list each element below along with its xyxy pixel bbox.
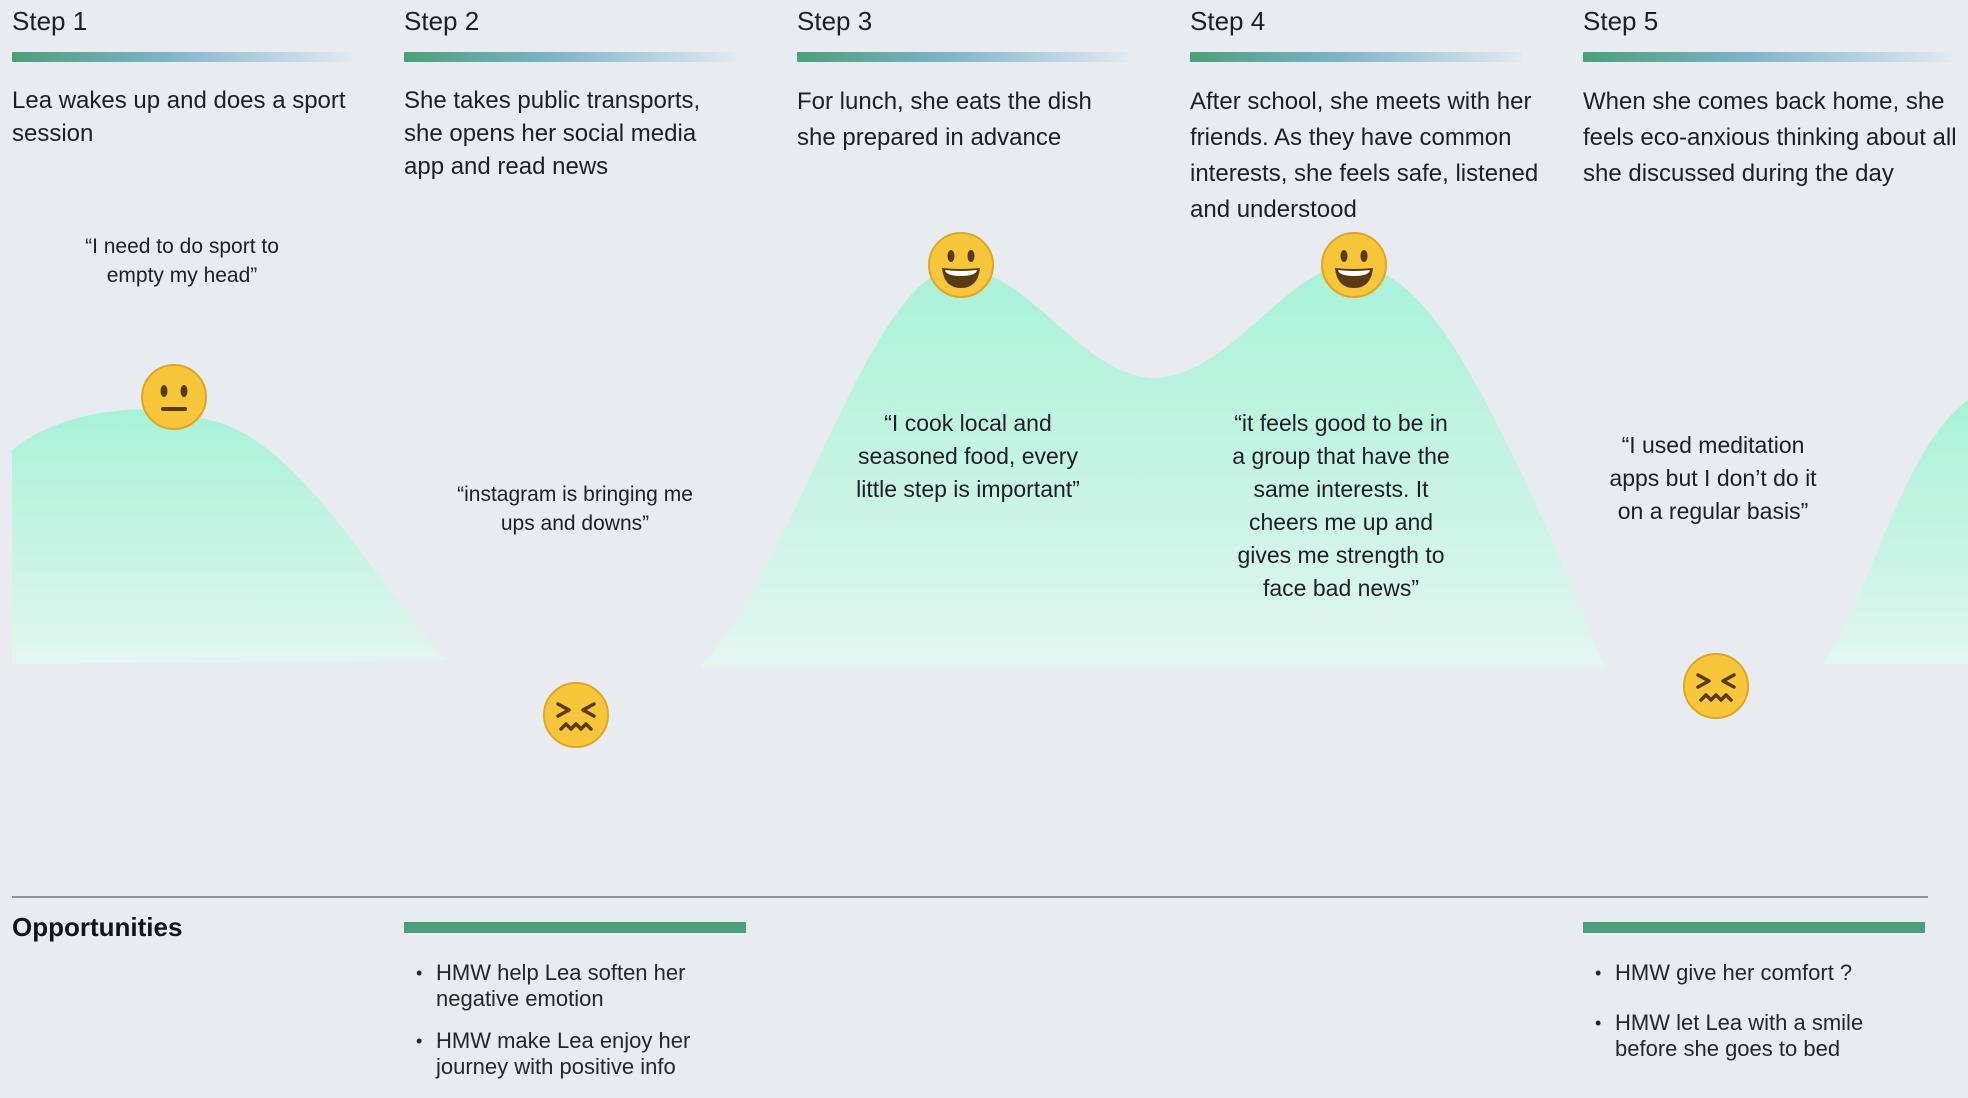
- step-4-quote: “it feels good to be in a group that hav…: [1232, 410, 1450, 601]
- curve-segment-1: [12, 409, 445, 664]
- list-item: • HMW make Lea enjoy her journey with po…: [404, 1028, 734, 1080]
- opportunities-heading: Opportunities: [12, 912, 183, 942]
- list-item: • HMW give her comfort ?: [1583, 960, 1903, 986]
- step-2-title: Step 2: [404, 6, 480, 36]
- confounded-face-icon: [1683, 653, 1749, 719]
- step-2-opportunities: • HMW help Lea soften her negative emoti…: [404, 960, 734, 1096]
- list-item: • HMW let Lea with a smile before she go…: [1583, 1010, 1903, 1062]
- step-3-description: For lunch, she eats the dish she prepare…: [797, 88, 1092, 151]
- confounded-face-icon: [543, 682, 609, 748]
- bullet-icon: •: [416, 963, 423, 983]
- list-item: • HMW help Lea soften her negative emoti…: [404, 960, 734, 1012]
- curve-segment-3: [1822, 400, 1968, 664]
- step-2-rule: [404, 52, 736, 62]
- step-1-rule: [12, 52, 352, 62]
- step-5-rule: [1583, 52, 1953, 62]
- step-3-title: Step 3: [797, 6, 873, 36]
- step-5-description: When she comes back home, she feels eco-…: [1583, 88, 1957, 187]
- neutral-face-icon: [141, 364, 207, 430]
- step-3-rule: [797, 52, 1129, 62]
- bullet-icon: •: [1595, 1013, 1602, 1033]
- bullet-icon: •: [416, 1031, 423, 1051]
- step-1-title: Step 1: [12, 6, 88, 36]
- opportunity-text: HMW make Lea enjoy her journey with posi…: [436, 1028, 691, 1079]
- step-2-description: She takes public transports, she opens h…: [404, 87, 701, 180]
- bullet-icon: •: [1595, 963, 1602, 983]
- step-5-opportunities: • HMW give her comfort ? • HMW let Lea w…: [1583, 960, 1903, 1078]
- grinning-face-icon: [1321, 232, 1387, 298]
- step-1-description: Lea wakes up and does a sport session: [12, 87, 346, 147]
- step-3-quote: “I cook local and seasoned food, every l…: [856, 410, 1080, 502]
- section-divider: [12, 896, 1928, 898]
- curve-segment-2: [700, 264, 1605, 668]
- step-2-quote: “instagram is bringing me ups and downs”: [457, 483, 693, 535]
- opportunity-text: HMW help Lea soften her negative emotion: [436, 960, 686, 1011]
- step-5-quote: “I used meditation apps but I don’t do i…: [1609, 432, 1817, 524]
- step-5-opportunity-bar: [1583, 922, 1925, 933]
- grinning-face-icon: [928, 232, 994, 298]
- step-2-opportunity-bar: [404, 922, 746, 933]
- opportunity-text: HMW give her comfort ?: [1615, 960, 1853, 985]
- step-4-rule: [1190, 52, 1522, 62]
- step-1-quote: “I need to do sport to empty my head”: [85, 235, 279, 287]
- opportunity-text: HMW let Lea with a smile before she goes…: [1615, 1010, 1864, 1061]
- step-5-title: Step 5: [1583, 6, 1659, 36]
- step-4-description: After school, she meets with her friends…: [1190, 88, 1539, 223]
- step-4-title: Step 4: [1190, 6, 1266, 36]
